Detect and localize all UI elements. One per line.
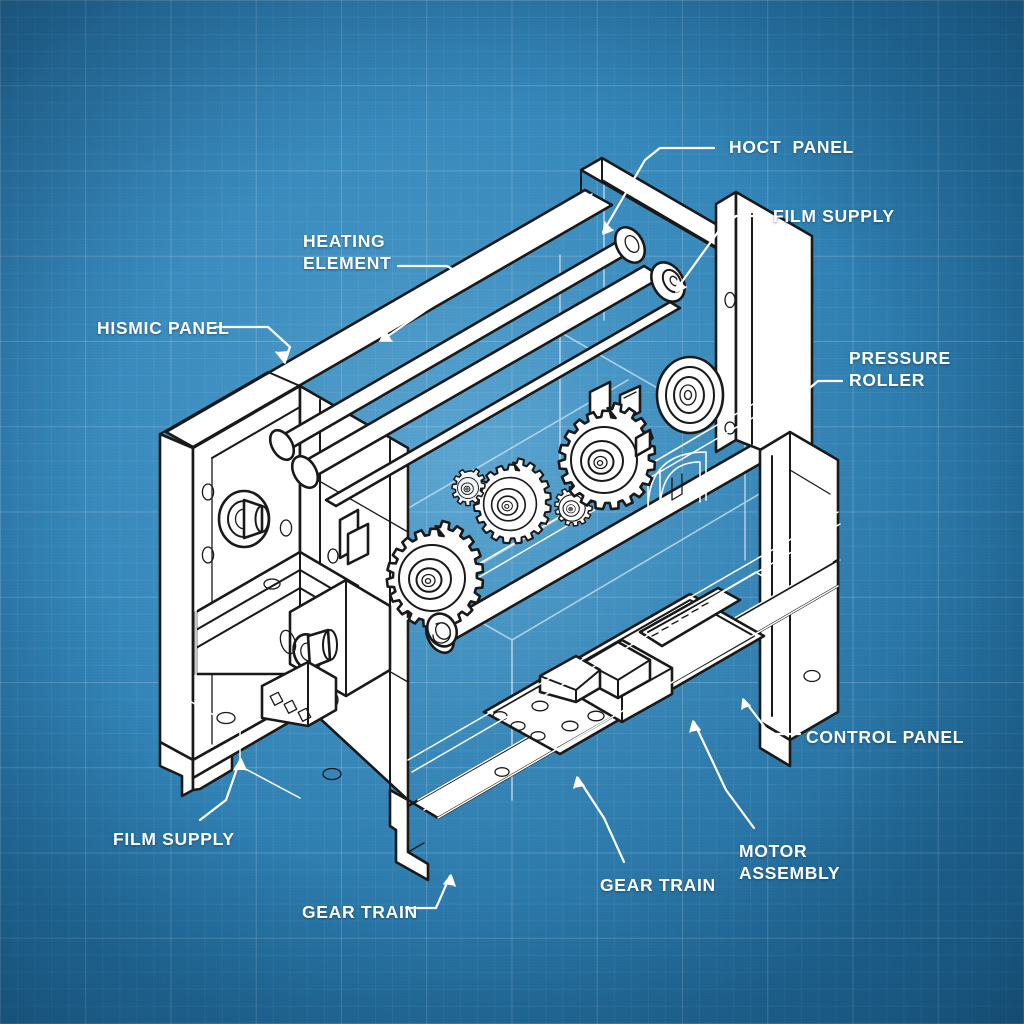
callout-control-panel[interactable]: CONTROL PANEL [806, 727, 965, 747]
roller-1 [268, 226, 647, 462]
motor-assembly-part [187, 550, 392, 799]
callout-film-supply-lower-left[interactable]: FILM SUPPLY [113, 829, 235, 849]
roller-3 [324, 300, 682, 508]
callout-film-supply-top[interactable]: FILM SUPPLY [773, 206, 895, 226]
callout-pressure-roller[interactable]: PRESSURE ROLLER [849, 348, 951, 391]
callout-hoct-panel[interactable]: HOCT PANEL [729, 137, 855, 157]
front-cross-brace [407, 511, 841, 819]
callout-hismic-panel[interactable]: HISMIC PANEL [97, 318, 230, 338]
callout-gear-train-lower-right[interactable]: GEAR TRAIN [600, 875, 716, 895]
gear-train [346, 398, 661, 648]
callout-gear-train-lower-left[interactable]: GEAR TRAIN [302, 902, 418, 922]
worm-coupling [425, 612, 459, 648]
control-panel-board [482, 571, 769, 777]
callout-motor-assembly[interactable]: MOTOR ASSEMBLY [739, 841, 841, 884]
callout-heating-element[interactable]: HEATING ELEMENT [303, 231, 392, 274]
right-end-panel [647, 190, 840, 768]
callout-leaders [198, 146, 844, 910]
